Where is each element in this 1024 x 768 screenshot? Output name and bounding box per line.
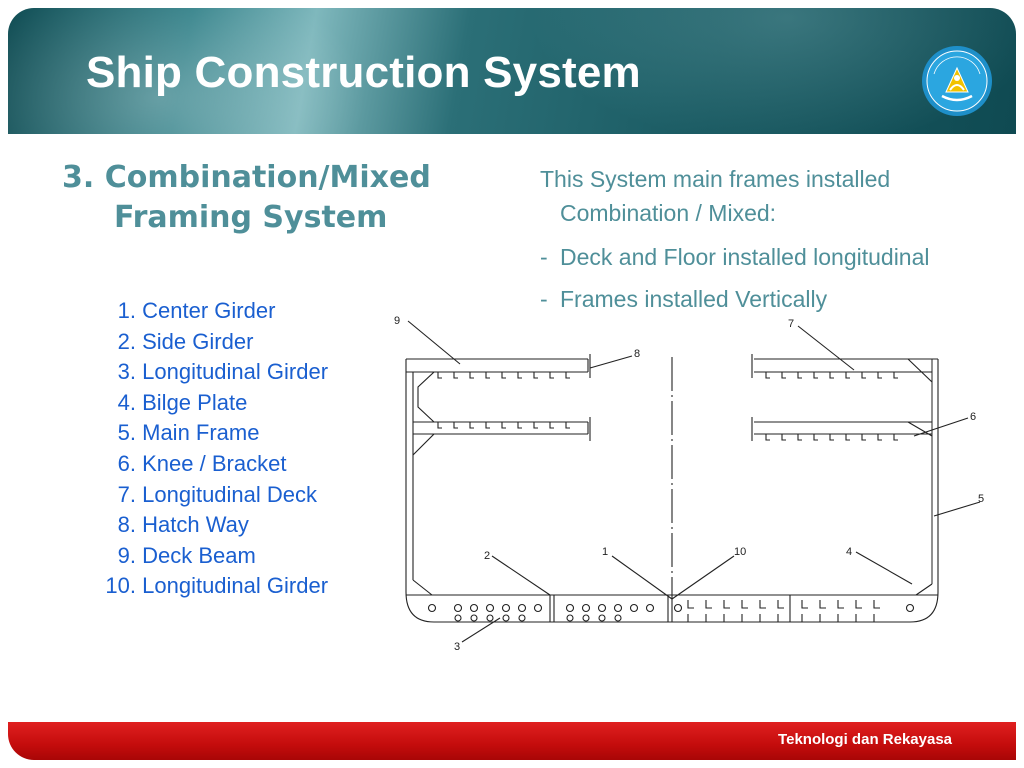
- label-9: 9: [394, 315, 400, 327]
- label-7: 7: [788, 318, 794, 330]
- label-2: 2: [484, 550, 490, 562]
- bullet-item: -Deck and Floor installed longitudinal: [540, 244, 930, 270]
- leader-9: [407, 320, 461, 365]
- leader-3: [461, 617, 501, 643]
- leader-6: [913, 417, 969, 437]
- list-item: 3. Longitudinal Girder: [117, 359, 329, 385]
- leader-5: [933, 501, 981, 517]
- section-heading: 3. Combination/Mixed Framing System: [62, 158, 431, 238]
- section-heading-line2: Framing System: [114, 200, 388, 235]
- footer-bar: Teknologi dan Rekayasa: [8, 722, 1016, 760]
- list-item: 10. Longitudinal Girder: [105, 573, 329, 599]
- label-3: 3: [454, 641, 460, 653]
- label-10: 10: [734, 546, 746, 558]
- list-item: 4. Bilge Plate: [117, 389, 248, 415]
- label-1: 1: [602, 546, 608, 558]
- list-item: 6. Knee / Bracket: [117, 450, 287, 476]
- leader-10: [671, 555, 735, 600]
- list-item: 1. Center Girder: [117, 298, 276, 323]
- description-block: This System main frames installed Combin…: [540, 162, 1010, 314]
- leader-8: [589, 355, 633, 369]
- tut-wuri-handayani-logo-icon: [922, 46, 992, 116]
- header-sheen: [8, 8, 368, 134]
- list-item: 5. Main Frame: [117, 420, 260, 446]
- list-item: 2. Side Girder: [117, 328, 254, 354]
- label-4: 4: [846, 546, 852, 558]
- leader-7: [797, 325, 855, 371]
- list-item: 9. Deck Beam: [117, 542, 256, 568]
- bullet-item: -Frames installed Vertically: [540, 286, 828, 312]
- section-heading-line1: 3. Combination/Mixed: [62, 160, 431, 195]
- label-6: 6: [970, 411, 976, 423]
- description-bullets: -Deck and Floor installed longitudinal -…: [540, 242, 1010, 314]
- leader-4: [855, 551, 913, 585]
- component-list: 1. Center Girder 2. Side Girder 3. Longi…: [92, 296, 328, 602]
- footer-text: Teknologi dan Rekayasa: [778, 731, 952, 748]
- list-item: 8. Hatch Way: [117, 512, 249, 538]
- leader-2: [491, 555, 551, 596]
- description-intro: This System main frames installed Combin…: [540, 166, 891, 226]
- midship-section-diagram: 9 8 7 6 5 4 2 1 10 3: [394, 315, 984, 653]
- label-8: 8: [634, 348, 640, 360]
- list-item: 7. Longitudinal Deck: [117, 481, 318, 507]
- label-5: 5: [978, 493, 984, 505]
- slide-title: Ship Construction System: [86, 48, 641, 97]
- leader-1: [611, 555, 673, 600]
